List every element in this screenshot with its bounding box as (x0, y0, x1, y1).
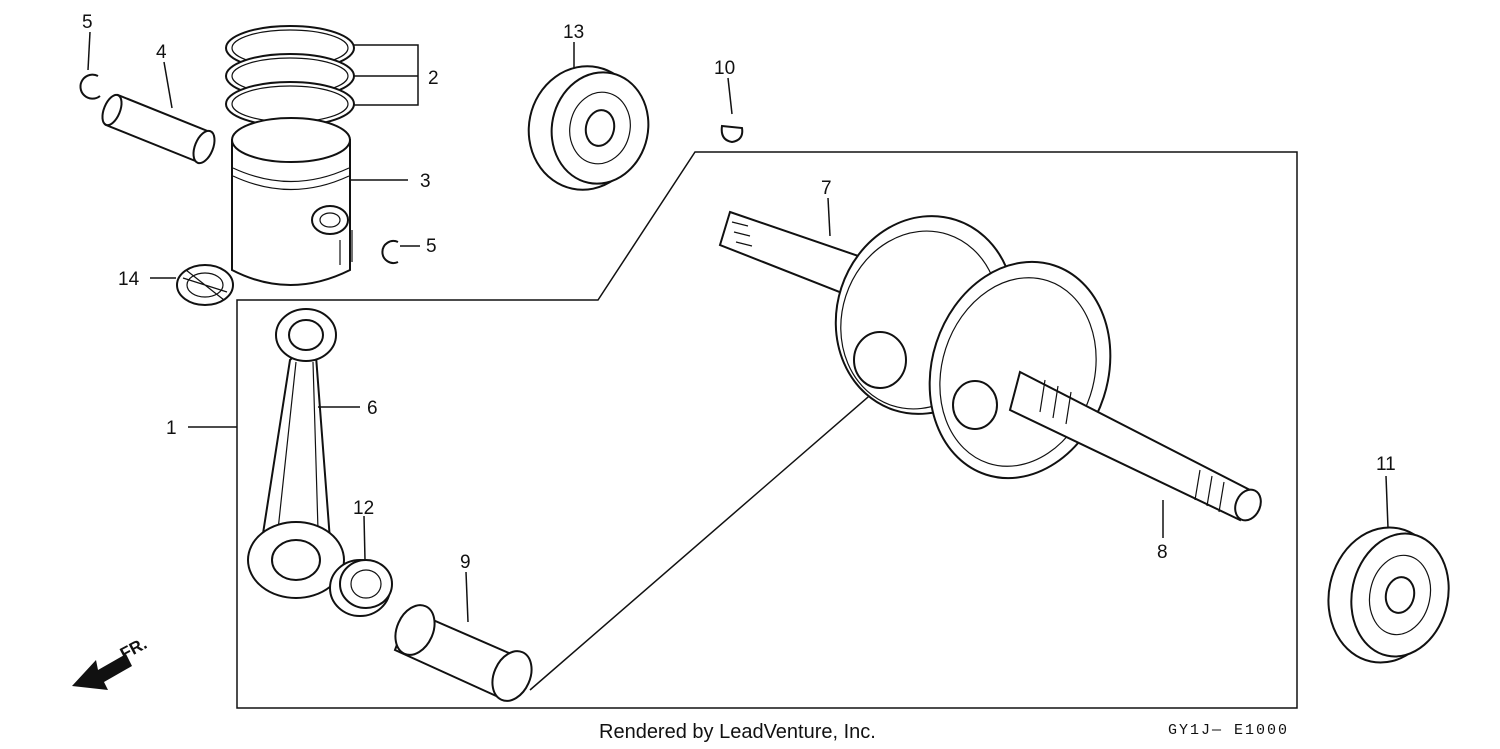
piston-rings (225, 25, 355, 127)
circlip-right (381, 240, 399, 264)
crank-pin (393, 604, 533, 702)
circlip-left (79, 73, 101, 100)
callout-5-lower: 5 (426, 236, 437, 257)
callout-10: 10 (714, 58, 735, 79)
connecting-rod (247, 308, 345, 599)
big-end-bearing (329, 559, 393, 617)
render-credit: Rendered by LeadVenture, Inc. (599, 721, 876, 743)
callout-8: 8 (1157, 542, 1168, 563)
crankshaft (718, 210, 1262, 522)
front-arrow-icon (72, 654, 132, 690)
bearing-upper (527, 65, 650, 191)
callout-12: 12 (353, 498, 374, 519)
callout-2: 2 (428, 68, 439, 89)
diagram-code: GY1J— E1000 (1168, 722, 1289, 739)
callout-9: 9 (460, 552, 471, 573)
small-end-bearing (176, 264, 234, 306)
bearing-lower (1327, 526, 1450, 664)
crank-pin-leader (529, 364, 906, 691)
piston (231, 117, 353, 286)
callout-13: 13 (563, 22, 584, 43)
callout-11: 11 (1376, 454, 1396, 475)
woodruff-key (720, 124, 744, 144)
callout-4: 4 (156, 42, 167, 63)
callout-7: 7 (821, 178, 832, 199)
callout-14: 14 (118, 269, 140, 290)
callout-5-upper: 5 (82, 12, 93, 33)
callout-1: 1 (166, 418, 177, 439)
callout-3: 3 (420, 171, 431, 192)
leader-lines (87, 31, 1389, 623)
assembly-outline (236, 151, 1298, 709)
piston-pin (101, 93, 216, 165)
callout-6: 6 (367, 398, 378, 419)
